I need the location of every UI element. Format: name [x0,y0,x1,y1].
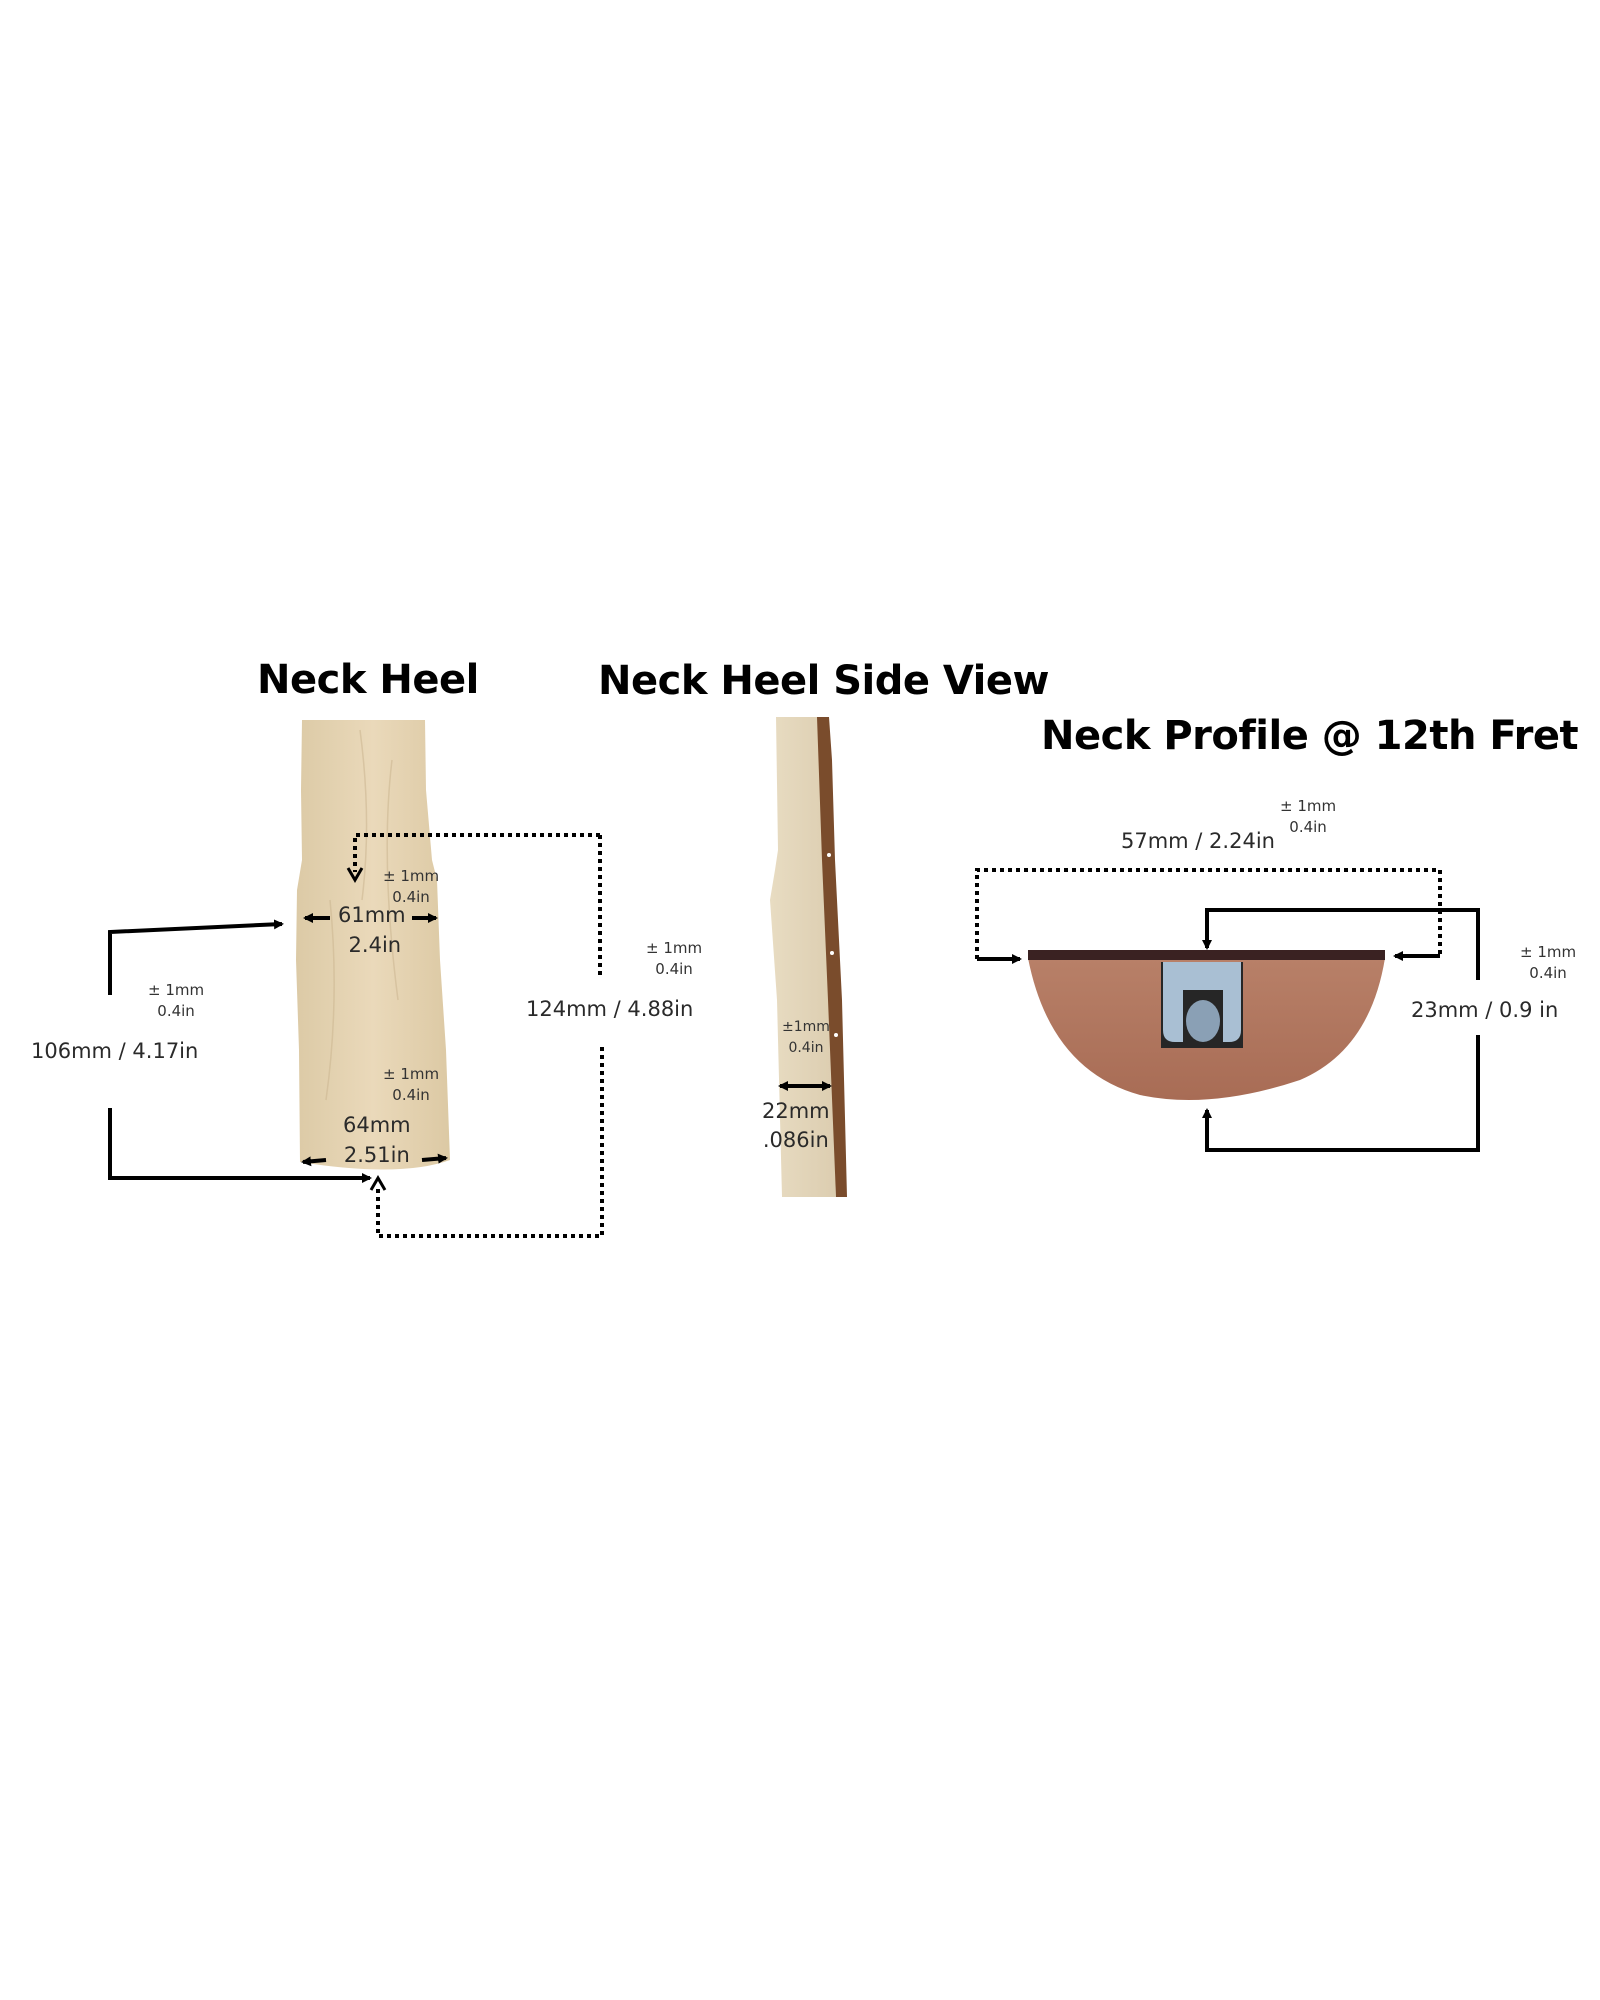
tolerance-in: 0.4in [392,888,430,906]
side-view-title: Neck Heel Side View [598,658,1049,704]
thickness-mm: 22mm [762,1099,830,1123]
tolerance-mm: ± 1mm [1520,943,1577,961]
neck-heel-dimension-lines [108,833,604,1238]
tolerance-mm: ± 1mm [383,867,440,885]
neck-heel-left-tolerance: ± 1mm 0.4in [148,980,204,1022]
tolerance-mm: ± 1mm [148,981,205,999]
profile-title: Neck Profile @ 12th Fret [1041,713,1579,759]
width-in: 2.4in [348,933,402,957]
side-view-image [770,717,847,1197]
tolerance-in: 0.4in [655,960,693,978]
side-view-tolerance: ±1mm 0.4in [782,1017,830,1059]
tolerance-in: 0.4in [157,1002,195,1020]
profile-width: 57mm / 2.24in [1121,829,1275,853]
tolerance-mm: ±1mm [782,1019,830,1035]
tolerance-mm: ± 1mm [646,939,703,957]
tolerance-in: 0.4in [1289,818,1327,836]
tolerance-mm: ± 1mm [1280,797,1337,815]
profile-width-tolerance: ± 1mm 0.4in [1280,796,1336,838]
tolerance-mm: ± 1mm [383,1065,440,1083]
neck-heel-lower-tolerance: ± 1mm 0.4in [383,1064,439,1106]
profile-depth-tolerance: ± 1mm 0.4in [1520,942,1576,984]
neck-heel-right-tolerance: ± 1mm 0.4in [646,938,702,980]
side-view-thickness: 22mm .086in [762,1097,830,1155]
tolerance-in: 0.4in [392,1086,430,1104]
thickness-in: .086in [762,1128,829,1152]
width-mm: 64mm [343,1113,411,1137]
neck-heel-image [296,720,450,1170]
neck-heel-lower-width: 64mm 2.51in [343,1110,411,1170]
profile-image [1028,950,1385,1100]
width-mm: 61mm [338,903,406,927]
neck-heel-left-length: 106mm / 4.17in [31,1039,199,1063]
neck-heel-right-length: 124mm / 4.88in [526,997,694,1021]
neck-heel-title: Neck Heel [257,657,479,703]
tolerance-in: 0.4in [1529,964,1567,982]
neck-heel-upper-width: 61mm 2.4in [338,900,406,960]
profile-depth: 23mm / 0.9 in [1411,998,1559,1022]
profile-dimension-lines [975,868,1480,1152]
width-in: 2.51in [343,1143,410,1167]
tolerance-in: 0.4in [788,1040,824,1056]
neck-heel-upper-tolerance: ± 1mm 0.4in [383,866,439,908]
